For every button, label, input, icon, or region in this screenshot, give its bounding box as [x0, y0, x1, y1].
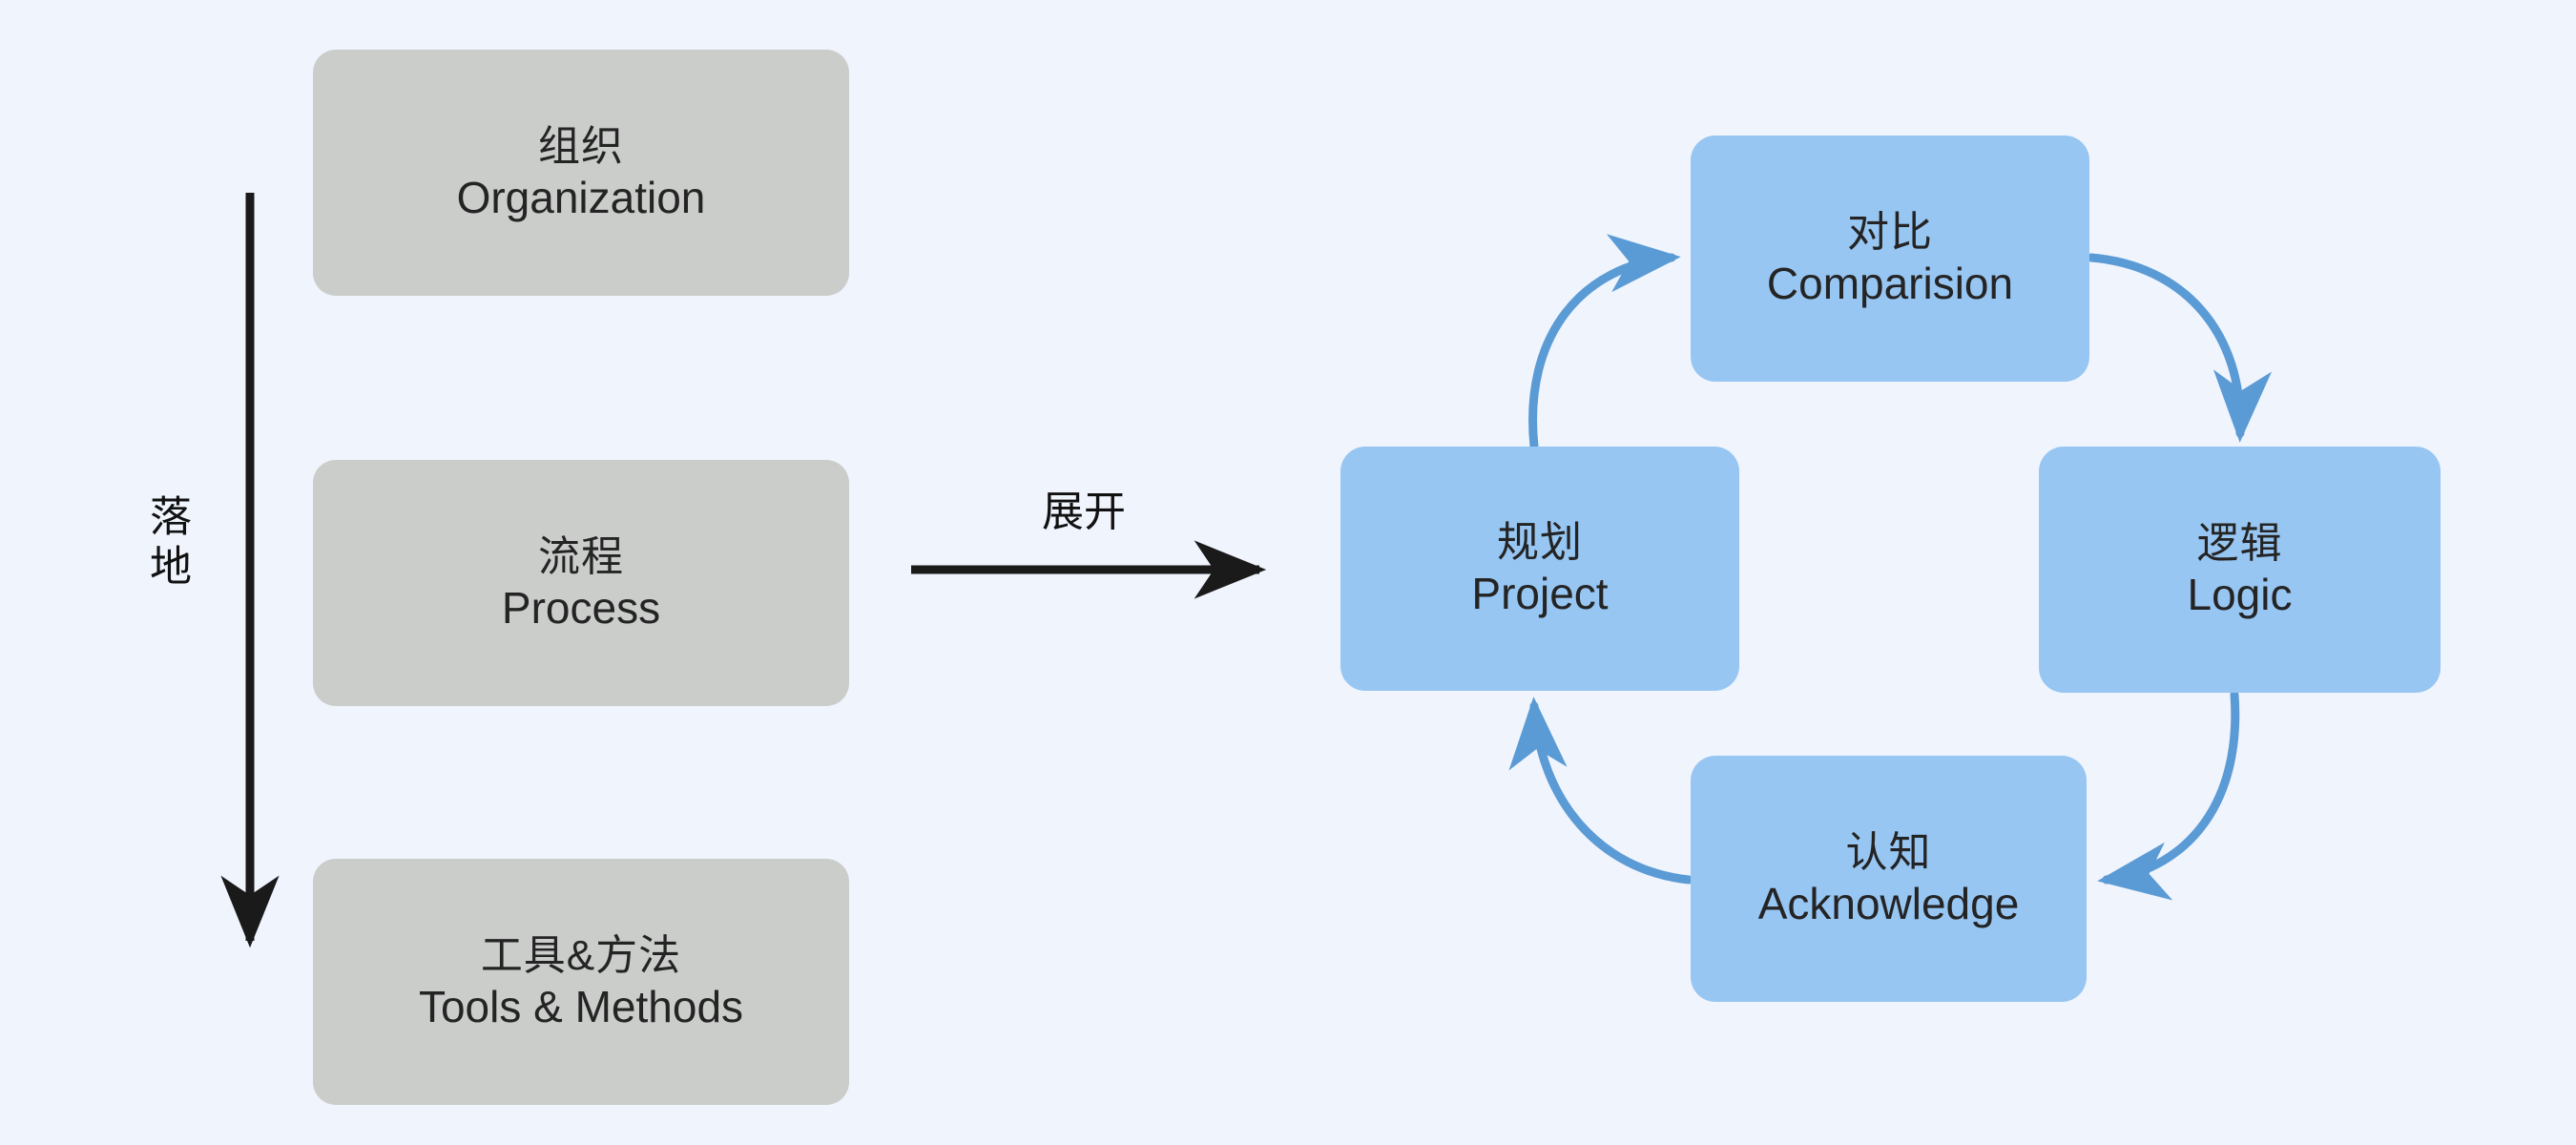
node-organization[interactable]: 组织 Organization	[313, 50, 849, 296]
edge-comparision-to-logic	[2087, 253, 2273, 443]
node-logic-cn: 逻辑	[2196, 519, 2283, 567]
node-organization-cn: 组织	[538, 122, 624, 170]
node-process-cn: 流程	[538, 532, 624, 580]
node-logic[interactable]: 逻辑 Logic	[2039, 447, 2441, 693]
node-tools-methods-cn: 工具&方法	[480, 931, 682, 979]
node-project-cn: 规划	[1497, 518, 1583, 566]
expand-label: 展开	[1042, 489, 1126, 535]
node-acknowledge-en: Acknowledge	[1757, 878, 2020, 928]
node-comparision[interactable]: 对比 Comparision	[1691, 135, 2089, 382]
node-project-en: Project	[1471, 568, 1609, 618]
node-process[interactable]: 流程 Process	[313, 460, 849, 706]
landing-axis-label: 落地	[143, 494, 190, 593]
node-process-en: Process	[501, 582, 661, 633]
node-comparision-en: Comparision	[1766, 258, 2014, 308]
node-organization-en: Organization	[456, 172, 706, 222]
node-tools-methods[interactable]: 工具&方法 Tools & Methods	[313, 859, 849, 1105]
node-logic-en: Logic	[2187, 569, 2293, 619]
node-acknowledge[interactable]: 认知 Acknowledge	[1691, 756, 2087, 1002]
node-project[interactable]: 规划 Project	[1340, 447, 1739, 691]
edge-acknowledge-to-project	[1508, 697, 1693, 885]
node-acknowledge-cn: 认知	[1845, 828, 1932, 876]
node-comparision-cn: 对比	[1847, 208, 1933, 256]
edge-project-to-comparision	[1528, 234, 1681, 451]
edge-logic-to-acknowledge	[2097, 690, 2240, 901]
node-tools-methods-en: Tools & Methods	[418, 981, 744, 1031]
